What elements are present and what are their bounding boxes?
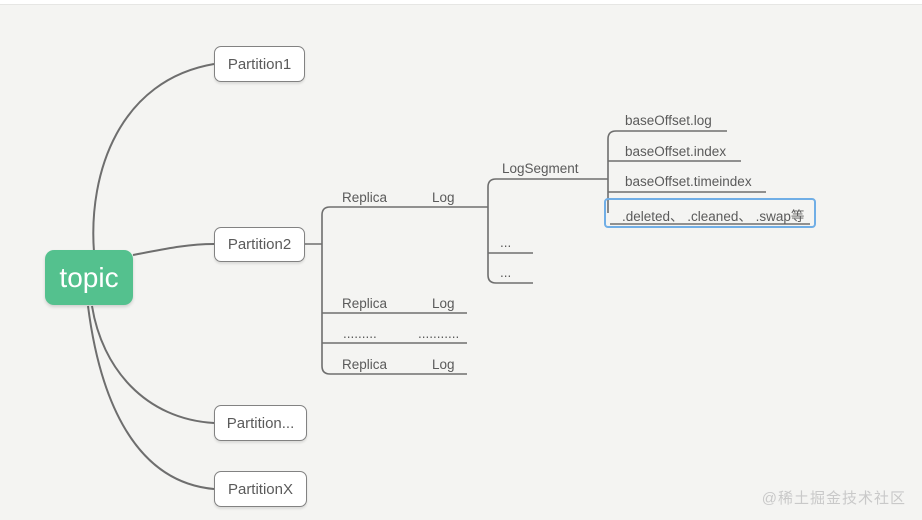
node-partition-ellipsis[interactable]: Partition...: [214, 405, 307, 441]
node-partitionx-label: PartitionX: [227, 480, 294, 498]
node-baseoffset-timeindex[interactable]: baseOffset.timeindex: [625, 174, 752, 189]
edge-topic-partition2: [132, 243, 215, 256]
node-partition1-label: Partition1: [227, 55, 292, 73]
node-baseoffset-log[interactable]: baseOffset.log: [625, 113, 712, 128]
node-baseoffset-index[interactable]: baseOffset.index: [625, 144, 727, 159]
watermark: @稀土掘金技术社区: [761, 490, 906, 507]
edge-topic-partitionx: [87, 305, 215, 490]
node-partition2-label: Partition2: [227, 236, 292, 253]
node-dots-left[interactable]: .........: [343, 326, 377, 341]
node-partition1[interactable]: Partition1: [214, 46, 305, 82]
bracket-logsegment-children: [607, 130, 727, 213]
node-ellipsis-2[interactable]: ...: [500, 265, 512, 280]
node-partition2[interactable]: Partition2: [214, 227, 305, 262]
edge-topic-partition1: [92, 63, 215, 253]
bracket-log-children: [487, 178, 608, 284]
node-replica-1[interactable]: Replica: [342, 190, 388, 205]
bracket-partition2-children: [321, 206, 488, 375]
node-partitionx[interactable]: PartitionX: [214, 471, 307, 507]
node-dots-right[interactable]: ...........: [418, 326, 460, 341]
node-replica-2[interactable]: Replica: [342, 296, 388, 311]
node-deleted-cleaned-swap-selected[interactable]: .deleted、 .cleaned、 .swap等: [604, 198, 816, 228]
top-bar: [0, 0, 922, 5]
node-logsegment[interactable]: LogSegment: [502, 161, 579, 176]
edge-topic-partition-ellipsis: [91, 305, 215, 424]
node-topic[interactable]: topic: [45, 250, 133, 305]
node-topic-label: topic: [59, 261, 119, 293]
node-log-2[interactable]: Log: [432, 296, 455, 311]
node-log-3[interactable]: Log: [432, 357, 455, 372]
selected-node-label: .deleted、 .cleaned、 .swap等: [622, 209, 805, 224]
node-ellipsis-1[interactable]: ...: [500, 235, 512, 250]
node-replica-3[interactable]: Replica: [342, 357, 388, 372]
node-log-1[interactable]: Log: [432, 190, 455, 205]
node-partition-ellipsis-label: Partition...: [226, 414, 295, 432]
